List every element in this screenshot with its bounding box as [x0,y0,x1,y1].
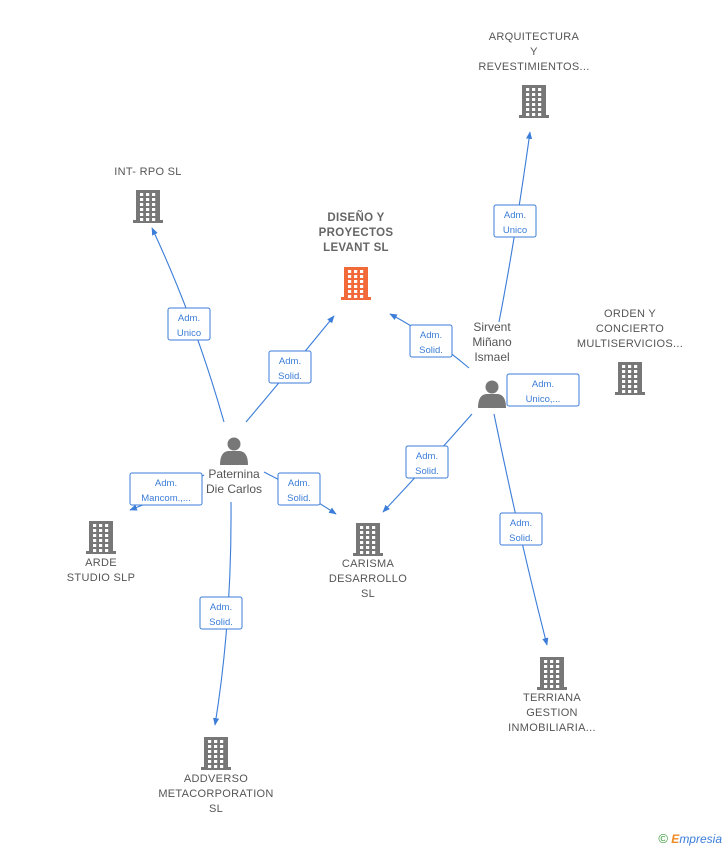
building-icon [615,362,645,395]
edge-label-line: Solid. [419,345,443,356]
edge-label-line: Adm. [155,478,177,489]
edge-label-sirvent-orden[interactable]: Adm. Unico,... [506,373,580,407]
building-icon [519,85,549,118]
node-arquitectura-label-line: REVESTIMIENTOS... [478,61,589,73]
edge-label-line: Solid. [278,371,302,382]
edge-label-line: Adm. [416,451,438,462]
person-icon [220,437,248,465]
building-icon [201,737,231,770]
node-orden-label-line: ORDEN Y [604,308,656,320]
edge-label-line: Solid. [415,466,439,477]
node-sirvent-label-line: Miñano [472,335,512,349]
node-diseno-label-line: LEVANT SL [323,242,389,254]
edge-label-line: Adm. [510,518,532,529]
edge-label-sirvent-terriana[interactable]: Adm. Solid. [499,512,543,546]
node-carisma[interactable]: CARISMA DESARROLLO SL [329,523,407,600]
node-paternina-label-line: Die Carlos [206,482,262,496]
building-icon [341,267,371,300]
edge-label-line: Adm. [210,602,232,613]
edge-label-sirvent-diseno[interactable]: Adm. Solid. [409,324,453,358]
edge-label-line: Adm. [420,330,442,341]
node-orden-label-line: CONCIERTO [596,323,664,335]
edge-label-line: Mancom.,... [141,493,191,504]
edge-label-line: Solid. [209,617,233,628]
node-addverso-label-line: ADDVERSO [184,773,248,785]
edge-label-line: Adm. [279,356,301,367]
node-addverso-label-line: METACORPORATION [158,788,273,800]
node-carisma-label-line: DESARROLLO [329,573,407,585]
node-terriana[interactable]: TERRIANA GESTION INMOBILIARIA... [508,657,596,734]
footer-brand[interactable]: © Empresia [658,831,722,846]
node-arquitectura-label-line: ARQUITECTURA [489,31,580,43]
node-intrpo[interactable]: INT- RPO SL [114,166,181,223]
node-carisma-label-line: SL [361,588,375,600]
edge-label-line: Unico,... [526,394,561,405]
node-arde-label-line: STUDIO SLP [67,572,135,584]
edge-label-line: Adm. [504,210,526,221]
edge-label-paternina-addverso[interactable]: Adm. Solid. [199,596,243,630]
building-icon [353,523,383,556]
building-icon [537,657,567,690]
node-diseno[interactable]: DISEÑO Y PROYECTOS LEVANT SL [319,211,394,300]
node-terriana-label-line: INMOBILIARIA... [508,722,596,734]
node-arde-label-line: ARDE [85,557,117,569]
edge-label-line: Solid. [509,533,533,544]
nodes-layer: DISEÑO Y PROYECTOS LEVANT SL INT- RPO SL ARQ… [67,31,683,815]
brand-initial: E [671,832,680,846]
node-sirvent-label-line: Ismael [474,350,509,364]
edge-label-paternina-carisma[interactable]: Adm. Solid. [277,472,321,506]
edge-label-line: Adm. [288,478,310,489]
edge-label-sirvent-arquitectura[interactable]: Adm. Unico [493,204,537,238]
building-icon [133,190,163,223]
edge-label-paternina-intrpo[interactable]: Adm. Unico [167,307,211,341]
node-sirvent-label-line: Sirvent [473,320,511,334]
edge-label-line: Unico [503,225,527,236]
node-terriana-label-line: GESTION [526,707,578,719]
node-arquitectura-label-line: Y [530,46,538,58]
node-carisma-label-line: CARISMA [342,558,395,570]
node-orden[interactable]: ORDEN Y CONCIERTO MULTISERVICIOS... [577,308,683,395]
node-arquitectura[interactable]: ARQUITECTURA Y REVESTIMIENTOS... [478,31,589,118]
node-orden-label-line: MULTISERVICIOS... [577,338,683,350]
edge-label-sirvent-carisma[interactable]: Adm. Solid. [405,445,449,479]
copyright-symbol: © [658,831,668,846]
person-icon [478,380,506,408]
node-terriana-label-line: TERRIANA [523,692,581,704]
node-arde[interactable]: ARDE STUDIO SLP [67,521,135,584]
node-paternina-label-line: Paternina [208,467,260,481]
edge-label-line: Adm. [532,379,554,390]
edge-label-line: Solid. [287,493,311,504]
node-addverso[interactable]: ADDVERSO METACORPORATION SL [158,737,273,815]
brand-name: mpresia [679,832,722,846]
edge-label-line: Adm. [178,313,200,324]
node-addverso-label-line: SL [209,803,223,815]
edge-label-paternina-diseno[interactable]: Adm. Solid. [268,350,312,384]
edge-label-line: Unico [177,328,201,339]
edge-label-paternina-arde[interactable]: Adm. Mancom.,... [129,472,203,506]
badges-layer: Adm.UnicoAdm.Solid.Adm.Mancom.,...Adm.So… [129,204,580,630]
building-icon [86,521,116,554]
node-intrpo-label-line: INT- RPO SL [114,166,181,178]
node-diseno-label-line: DISEÑO Y [327,211,384,224]
node-diseno-label-line: PROYECTOS [319,227,394,239]
